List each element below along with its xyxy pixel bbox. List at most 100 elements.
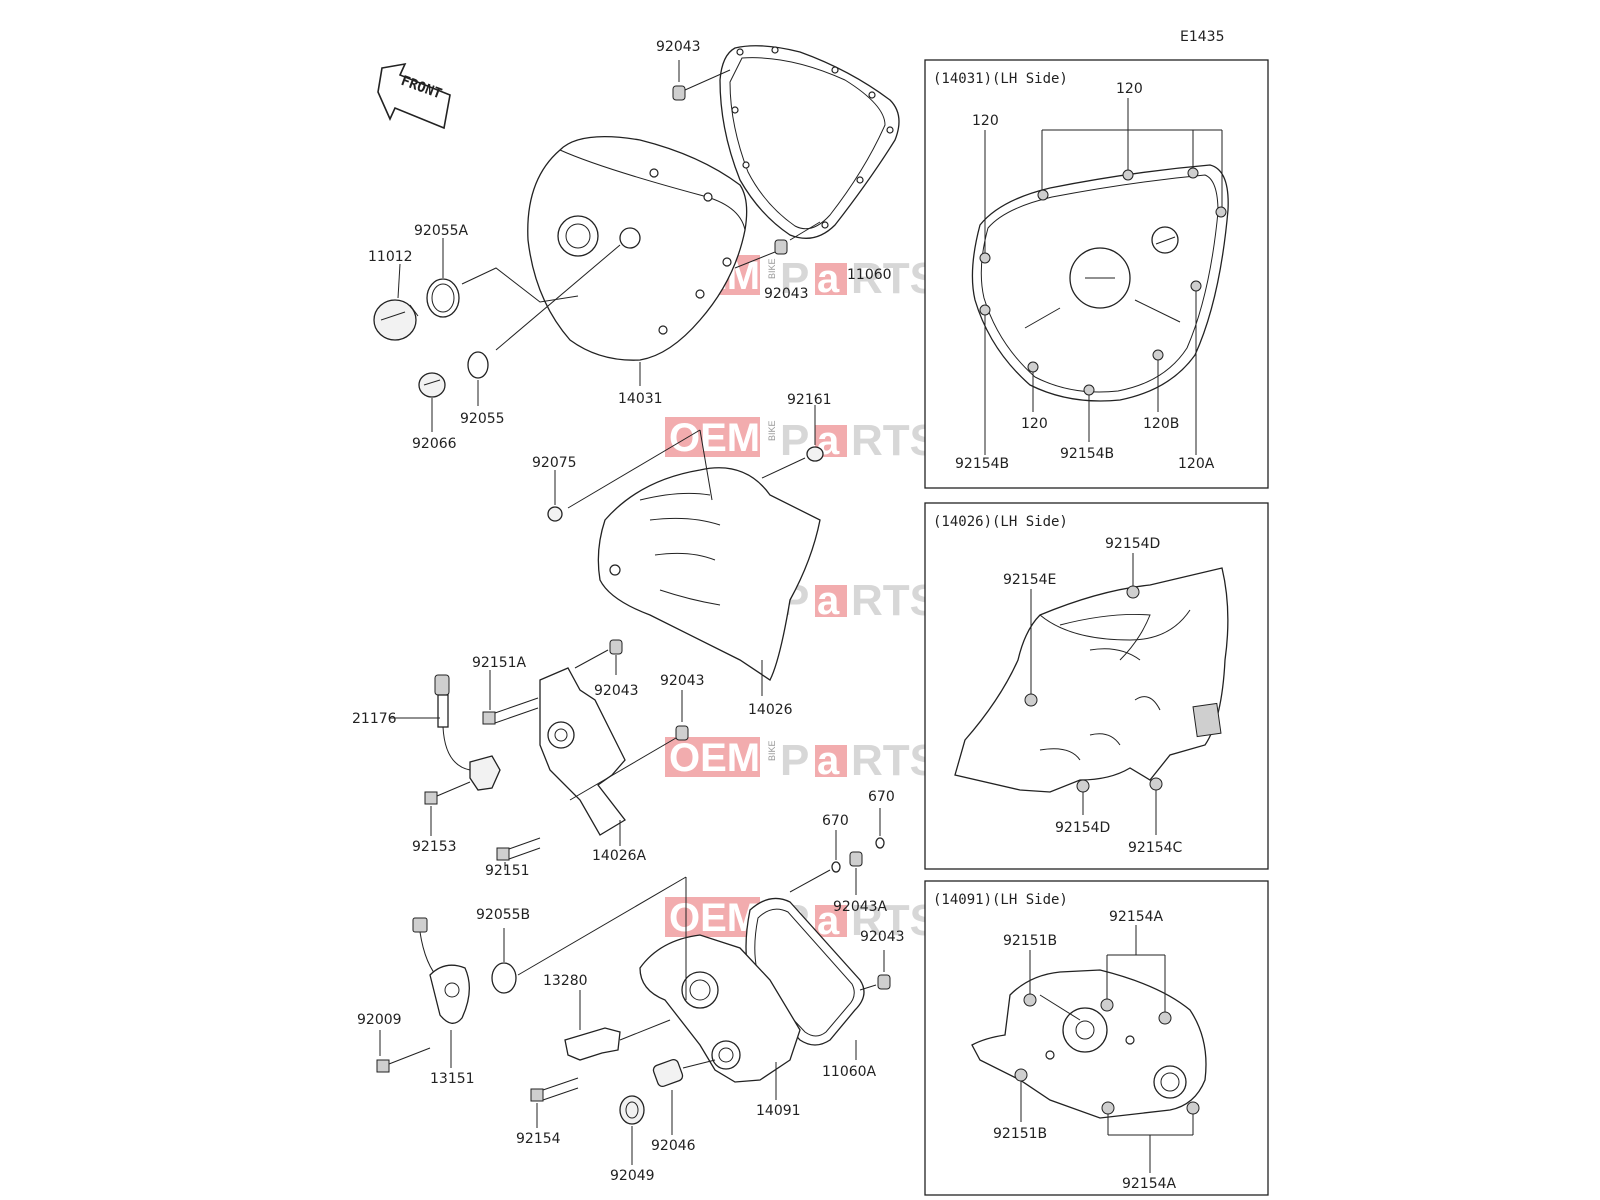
inset-sprocket-label-92154D-bottom: 92154D (1055, 820, 1110, 836)
inset-lh-label-120B: 120B (1143, 416, 1179, 432)
inset-housing-title: (14091)(LH Side) (933, 892, 1068, 908)
diagram-code: E1435 (1180, 29, 1224, 45)
label-92049: 92049 (610, 1168, 655, 1184)
sensor-13151 (412, 917, 470, 1024)
label-92043-right: 92043 (660, 673, 705, 689)
label-92043-mid: 92043 (764, 286, 809, 302)
inset-housing: (14091)(LH Side) 92154A 92151B 92151B 92… (924, 880, 1269, 1196)
label-92055: 92055 (460, 411, 505, 427)
inset-housing-label-92154A-top: 92154A (1109, 909, 1164, 925)
label-92043A: 92043A (833, 899, 888, 915)
inset-lh-label-120-top: 120 (1116, 81, 1143, 97)
svg-text:RTS: RTS (851, 576, 939, 625)
label-92043-top: 92043 (656, 39, 701, 55)
svg-text:OEM: OEM (669, 416, 760, 460)
inset-sprocket-cover: (14026)(LH Side) 92154D 92154E 92154D 92… (924, 502, 1269, 870)
label-92161: 92161 (787, 392, 832, 408)
dowel-92043-right (675, 725, 689, 741)
svg-text:a: a (817, 739, 840, 783)
svg-text:BIKE: BIKE (767, 420, 777, 441)
svg-text:RTS: RTS (851, 736, 939, 785)
cover-14031-group (373, 45, 900, 432)
label-14031: 14031 (618, 391, 663, 407)
sensor-21176 (434, 674, 501, 791)
inset-housing-label-92151B-bottom: 92151B (993, 1126, 1047, 1142)
bracket-14026A-group (390, 639, 689, 870)
bolt-92153 (424, 781, 471, 805)
inset-sprocket-label-92154D-top: 92154D (1105, 536, 1160, 552)
bearing-92046 (652, 1058, 716, 1088)
label-14026: 14026 (748, 702, 793, 718)
inset-lh-cover: (14031)(LH Side) 120 120 120 120B 120A 9… (924, 59, 1269, 489)
dowel-92043-top (672, 85, 686, 101)
inset-sprocket-label-92154E: 92154E (1003, 572, 1056, 588)
label-14091: 14091 (756, 1103, 801, 1119)
bolt-92009 (376, 1047, 431, 1073)
label-92046: 92046 (651, 1138, 696, 1154)
label-11012: 11012 (368, 249, 413, 265)
cap-92066 (418, 372, 446, 398)
label-13151: 13151 (430, 1071, 475, 1087)
label-13280: 13280 (543, 973, 588, 989)
gasket-11060 (719, 45, 900, 239)
label-92151A: 92151A (472, 655, 527, 671)
label-92009: 92009 (357, 1012, 402, 1028)
label-14026A: 14026A (592, 848, 647, 864)
bracket-13280 (564, 1027, 621, 1061)
inset-lh-label-92154B-mid: 92154B (1060, 446, 1114, 462)
inset-housing-label-92151B-top: 92151B (1003, 933, 1057, 949)
svg-text:a: a (817, 579, 840, 623)
label-670-b: 670 (822, 813, 849, 829)
label-11060: 11060 (847, 267, 892, 283)
label-92153: 92153 (412, 839, 457, 855)
label-92151: 92151 (485, 863, 530, 879)
dowel-92043-mid (774, 239, 788, 255)
part-labels: 92043 92055A 11012 11060 92043 14031 920… (352, 39, 905, 1184)
label-92066: 92066 (412, 436, 457, 452)
label-11060A: 11060A (822, 1064, 877, 1080)
cap-11012 (373, 299, 419, 341)
svg-text:RTS: RTS (851, 896, 939, 945)
oring-92055B (491, 962, 517, 994)
label-92154: 92154 (516, 1131, 561, 1147)
oring-92055 (467, 351, 489, 379)
bolt-92151A (482, 697, 539, 725)
nut-92075 (547, 506, 563, 522)
inset-lh-label-120-bottom: 120 (1021, 416, 1048, 432)
inset-lh-label-120-left: 120 (972, 113, 999, 129)
dowel-92043-lower (877, 974, 891, 990)
svg-text:P: P (780, 416, 809, 465)
washer-670-b (831, 861, 841, 873)
label-92043-lower: 92043 (860, 929, 905, 945)
inset-housing-label-92154A-bottom: 92154A (1122, 1176, 1177, 1192)
label-92043-bracket: 92043 (594, 683, 639, 699)
dowel-92043-bracket (609, 639, 623, 655)
seal-92049 (619, 1095, 645, 1125)
inset-sprocket-label-92154C: 92154C (1128, 840, 1183, 856)
label-21176: 21176 (352, 711, 397, 727)
bolt-92154 (530, 1077, 579, 1102)
sprocket-cover-14026-group (547, 405, 824, 696)
inset-lh-cover-title: (14031)(LH Side) (933, 71, 1068, 87)
inset-sprocket-title: (14026)(LH Side) (933, 514, 1068, 530)
housing-14091 (639, 934, 801, 1083)
label-670-a: 670 (868, 789, 895, 805)
washer-92161 (806, 446, 824, 462)
label-92075: 92075 (532, 455, 577, 471)
svg-text:OEM: OEM (669, 896, 760, 940)
washer-670-a (875, 837, 885, 849)
crankcase-cover-14031 (527, 136, 748, 361)
dowel-92043A (849, 851, 863, 867)
housing-14091-group (376, 808, 891, 1165)
svg-text:RTS: RTS (851, 254, 939, 303)
svg-text:P: P (780, 254, 809, 303)
label-92055A: 92055A (414, 223, 469, 239)
svg-text:BIKE: BIKE (767, 740, 777, 761)
svg-text:OEM: OEM (669, 736, 760, 780)
inset-lh-label-92154B-left: 92154B (955, 456, 1009, 472)
bracket-14026A (539, 667, 626, 836)
svg-text:RTS: RTS (851, 416, 939, 465)
front-arrow: FRONT (377, 62, 451, 130)
svg-text:P: P (780, 736, 809, 785)
